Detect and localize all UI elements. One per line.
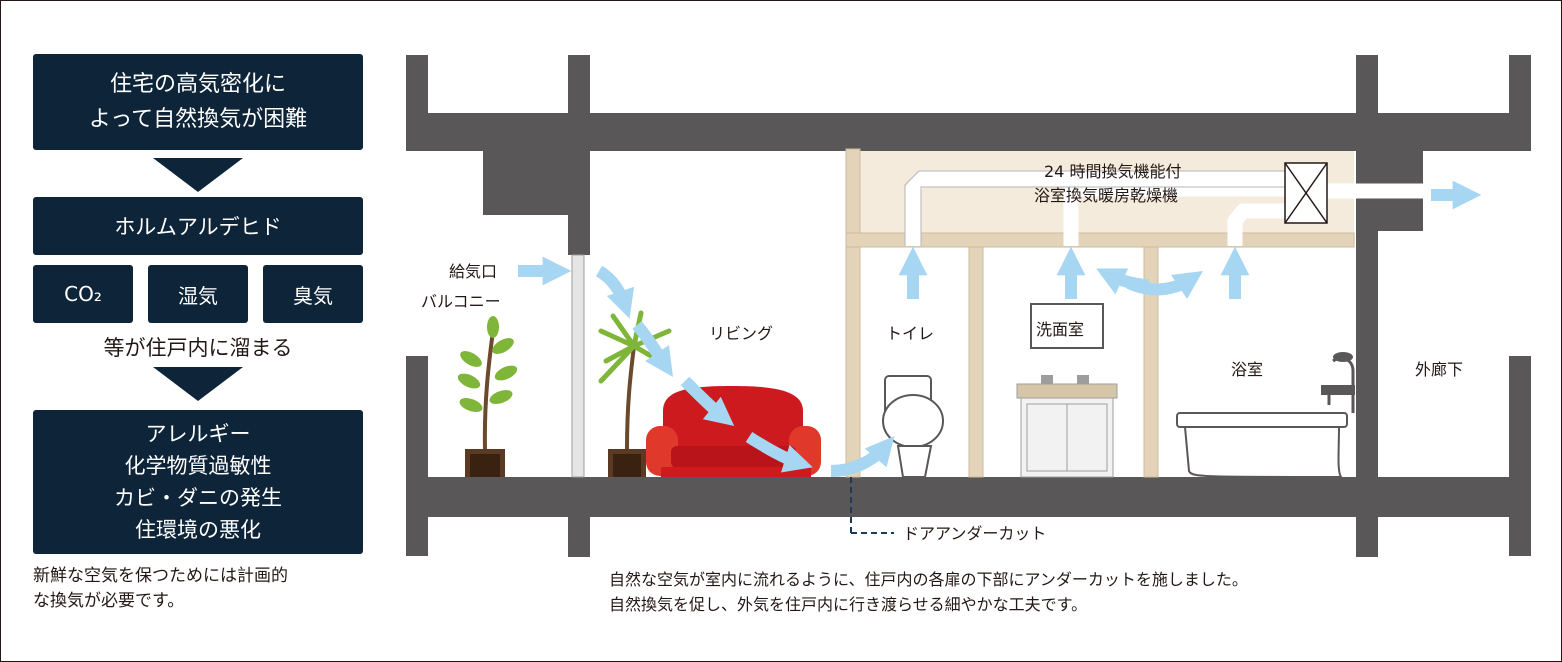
left-note-line-2: な換気が必要です。 xyxy=(33,591,185,611)
bottom-note: 自然な空気が室内に流れるように、住戸内の各扉の下部にアンダーカットを施しました。… xyxy=(609,567,1369,617)
humidity-label: 湿気 xyxy=(178,283,218,308)
airtight-problem-box: 住宅の高気密化に よって自然換気が困難 xyxy=(33,54,363,150)
bottom-note-line-1: 自然な空気が室内に流れるように、住戸内の各扉の下部にアンダーカットを施しました。 xyxy=(609,570,1248,589)
washroom-label: 洗面室 xyxy=(1036,320,1084,339)
duct-outlines xyxy=(904,170,1291,246)
left-note-line-1: 新鮮な空気を保つためには計画的 xyxy=(33,566,288,586)
undercut-label: ドアアンダーカット xyxy=(903,524,1046,543)
interior-partitions xyxy=(845,148,1355,478)
consequence-environment: 住環境の悪化 xyxy=(135,518,261,542)
plant-living xyxy=(598,310,672,477)
consequences-box: アレルギー 化学物質過敏性 カビ・ダニの発生 住環境の悪化 xyxy=(33,410,363,554)
consequence-chemical: 化学物質過敏性 xyxy=(124,454,272,478)
fan-label-line-2: 浴室換気暖房乾燥機 xyxy=(1034,186,1178,205)
toilet-label: トイレ xyxy=(886,324,934,343)
down-arrow-2 xyxy=(153,367,243,401)
humidity-box: 湿気 xyxy=(148,265,248,323)
bottom-note-line-2: 自然換気を促し、外気を住戸内に行き渡らせる細やかな工夫です。 xyxy=(609,595,1088,614)
airtight-line-2: よって自然換気が困難 xyxy=(88,107,308,132)
left-note: 新鮮な空気を保つためには計画的 な換気が必要です。 xyxy=(33,564,373,614)
toilet xyxy=(882,375,944,478)
living-label: リビング xyxy=(709,324,773,343)
supply-label: 給気口 xyxy=(449,262,497,281)
airflow-arrows xyxy=(518,180,1482,477)
co2-label: CO₂ xyxy=(64,282,102,306)
bathtub xyxy=(1176,352,1355,479)
ceiling-cavity xyxy=(846,149,1354,247)
bathroom-label: 浴室 xyxy=(1231,360,1263,379)
odor-box: 臭気 xyxy=(263,265,363,323)
balcony-window xyxy=(571,254,585,478)
fan-label-line-1: 24 時間換気機能付 xyxy=(1044,162,1181,181)
ventilation-fan-unit xyxy=(1284,162,1328,224)
odor-label: 臭気 xyxy=(293,283,333,308)
balcony-label: バルコニー xyxy=(421,292,501,311)
co2-box: CO₂ xyxy=(33,265,133,323)
consequence-mold: カビ・ダニの発生 xyxy=(114,486,282,510)
consequence-allergy: アレルギー xyxy=(145,422,251,446)
corridor-label: 外廊下 xyxy=(1415,360,1463,379)
down-arrow-1 xyxy=(153,158,243,192)
accumulate-text: 等が住戸内に溜まる xyxy=(103,336,293,360)
washbasin xyxy=(1016,303,1118,478)
formaldehyde-label: ホルムアルデヒド xyxy=(114,215,282,239)
ducts xyxy=(905,171,1423,246)
concrete-structure xyxy=(406,55,1531,557)
formaldehyde-box: ホルムアルデヒド xyxy=(33,197,363,255)
plant-balcony xyxy=(457,316,518,477)
airtight-line-1: 住宅の高気密化に xyxy=(109,72,286,97)
